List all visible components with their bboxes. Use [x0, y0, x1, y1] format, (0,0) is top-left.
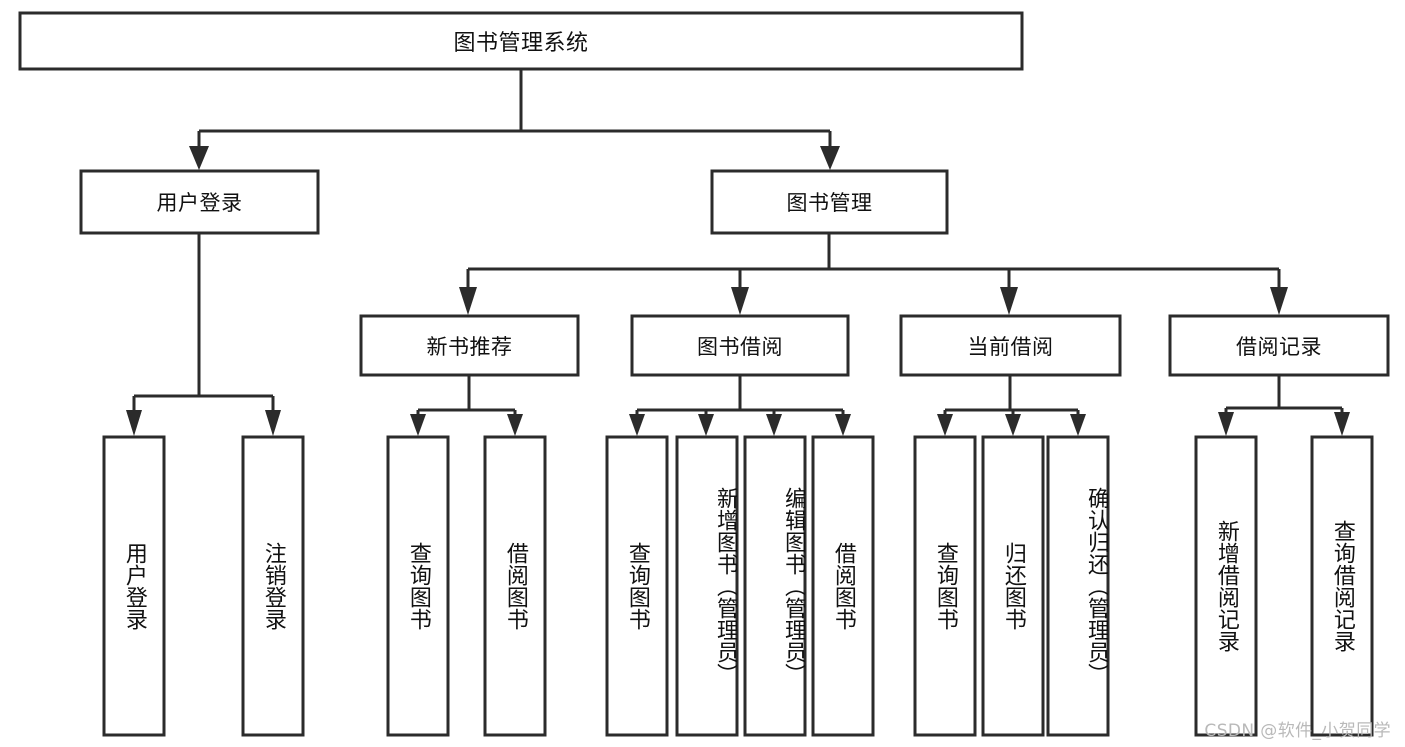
node-box-leaf-return-book[interactable] [981, 435, 1045, 737]
node-box-borrow-record[interactable] [1168, 314, 1390, 377]
connector-currentborrow-to-leaves [937, 375, 1086, 436]
node-box-root[interactable] [18, 11, 1024, 71]
node-box-leaf-confirm-return[interactable] [1046, 435, 1110, 737]
node-box-new-book-recommend[interactable] [359, 314, 580, 377]
node-box-book-borrow[interactable] [630, 314, 850, 377]
node-box-book-management[interactable] [710, 169, 949, 235]
arrowhead-icon [1334, 412, 1350, 436]
arrowhead-icon [731, 287, 749, 315]
connector-bookborrow-to-leaves [629, 375, 851, 436]
arrowhead-icon [459, 287, 477, 315]
node-box-leaf-user-login[interactable] [102, 435, 166, 737]
node-box-leaf-query-record[interactable] [1310, 435, 1374, 737]
node-box-leaf-borrow-book-1[interactable] [483, 435, 547, 737]
arrowhead-icon [937, 414, 953, 436]
connector-bookmgmt-to-level2 [459, 233, 1288, 315]
arrowhead-icon [835, 414, 851, 436]
arrowhead-icon [1000, 287, 1018, 315]
node-box-leaf-edit-book[interactable] [743, 435, 807, 737]
connector-borrowrecord-to-leaves [1218, 375, 1350, 436]
node-box-current-borrow[interactable] [899, 314, 1122, 377]
arrowhead-icon [265, 410, 281, 436]
node-box-leaf-add-book[interactable] [675, 435, 739, 737]
arrowhead-icon [1270, 287, 1288, 315]
node-box-user-login[interactable] [79, 169, 320, 235]
arrowhead-icon [189, 146, 209, 170]
arrowhead-icon [1070, 414, 1086, 436]
arrowhead-icon [1005, 414, 1021, 436]
connector-newbook-to-leaves [410, 375, 523, 436]
arrowhead-icon [698, 414, 714, 436]
connector-userlogin-to-leaves [126, 233, 281, 436]
arrowhead-icon [126, 410, 142, 436]
node-box-leaf-query-book-3[interactable] [913, 435, 977, 737]
node-box-leaf-query-book-1[interactable] [386, 435, 450, 737]
arrowhead-icon [1218, 412, 1234, 436]
arrowhead-icon [410, 414, 426, 436]
arrowhead-icon [629, 414, 645, 436]
node-box-leaf-add-record[interactable] [1194, 435, 1258, 737]
node-box-leaf-borrow-book-2[interactable] [811, 435, 875, 737]
connector-root-to-level1 [189, 69, 840, 170]
arrowhead-icon [820, 146, 840, 170]
arrowhead-icon [766, 414, 782, 436]
arrowhead-icon [507, 414, 523, 436]
node-box-leaf-logout[interactable] [241, 435, 305, 737]
node-box-leaf-query-book-2[interactable] [605, 435, 669, 737]
